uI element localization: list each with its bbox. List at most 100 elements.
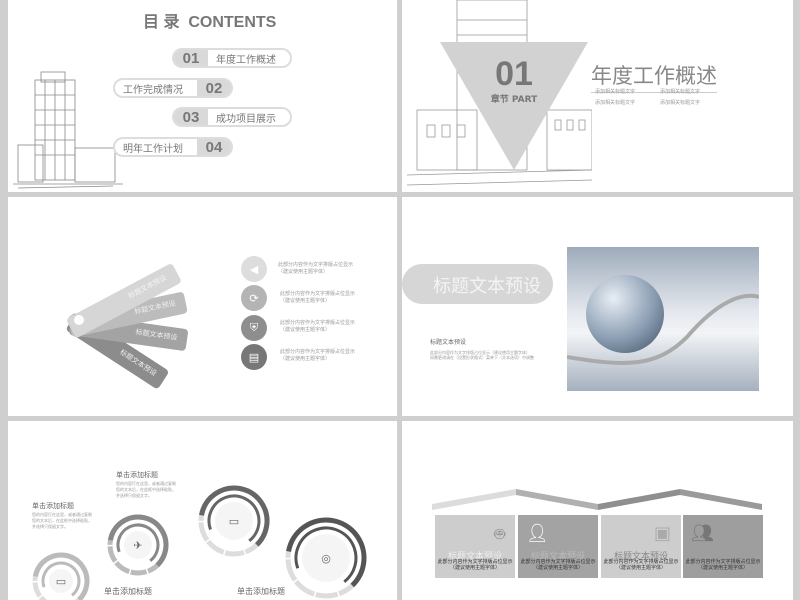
android-icon: 🤖︎ [494, 524, 505, 545]
item-line: （建议使用主题字体） [280, 298, 331, 304]
globe [586, 275, 664, 353]
ring-icon: ▭ [229, 515, 239, 528]
panel-note: （建议使用主题字体） [449, 565, 500, 571]
ring-title: 单击添加标题 [103, 587, 153, 597]
slide-thumbnail-rings[interactable]: ▭ ✈ ▭ ◎ 单击添加标题 您的内容打在这里，或者通过复制您的文本后，在此框中选择粘… [8, 421, 397, 600]
ring-center [302, 534, 350, 582]
pill-title: 标题文本预设 [433, 276, 541, 297]
panel-body-line: 此部分内容作为文字排版占位显示 [520, 559, 596, 565]
ring-center [124, 531, 152, 559]
item-label: 工作完成情况 [123, 84, 183, 96]
item-number: 01 [174, 50, 208, 66]
section-part-label: 章节 PART [490, 95, 538, 105]
ring-text: 您的内容打在这里，或者通过复制您的文本后，在此框中选择粘贴，并选择只保留文字。 [32, 512, 92, 529]
contents-item-03[interactable]: 03 成功项目展示 [172, 107, 292, 127]
building-sketch [13, 71, 123, 189]
clipboard-icon: ▤ [241, 344, 267, 370]
item-line: （建议使用主题字体） [280, 327, 331, 333]
inner-ring [116, 523, 160, 567]
panel-title: 标题文本预设 [447, 552, 502, 562]
outer-ring-progress [285, 517, 367, 599]
slide-thumbnail-fan[interactable]: 标题文本预设 标题文本预设 标题文本预设 标题文本预设 ◀ 此部分内容作为文字排… [8, 197, 397, 416]
ring-center [49, 569, 73, 593]
section-bullet: 添加相关标题文字 [660, 89, 701, 95]
item-label: 成功项目展示 [216, 113, 276, 125]
item-label: 年度工作概述 [216, 54, 276, 66]
info-panel: 👥︎ 此部分内容作为文字排版占位显示（建议使用主题字体） [683, 515, 763, 578]
section-bullet: 添加相关标题文字 [595, 100, 636, 106]
body-text: 此部分内容作为文字排版占位显示（建议使用主题字体）如需更改请在（设置形状格式）菜… [430, 350, 534, 360]
ring-diagram: ▭ ✈ ▭ ◎ [32, 485, 367, 600]
info-panel: 🤖︎ 标题文本预设此部分内容作为文字排版占位显示（建议使用主题字体） [435, 515, 515, 578]
item-number: 04 [197, 139, 231, 155]
fan-card-label: 标题文本预设 [118, 348, 158, 378]
section-triangle [440, 42, 588, 170]
sync-icon: ⟳ [241, 285, 267, 311]
item-text: 此部分内容作为文字排版占位显示（建议使用主题字体） [278, 262, 353, 276]
section-bullet: 添加相关标题文字 [595, 89, 636, 95]
panel-note: （建议使用主题字体） [697, 565, 748, 571]
panel-body: 此部分内容作为文字排版占位显示（建议使用主题字体） [601, 559, 681, 571]
body-line: 此部分内容作为文字排版占位显示（建议使用主题字体） [430, 350, 530, 355]
info-panel: 👤︎ 标题文本预设此部分内容作为文字排版占位显示（建议使用主题字体） [518, 515, 598, 578]
item-line: 此部分内容作为文字排版占位显示 [280, 291, 356, 297]
section-number: 01 [495, 55, 533, 93]
section-bullet: 添加相关标题文字 [660, 100, 701, 106]
info-panel: ▣ 标题文本预设此部分内容作为文字排版占位显示（建议使用主题字体） [601, 515, 681, 578]
item-text: 此部分内容作为文字排版占位显示（建议使用主题字体） [280, 291, 355, 305]
item-line: （建议使用主题字体） [280, 356, 331, 362]
fan-card-label: 标题文本预设 [135, 328, 178, 342]
building-sketch [407, 0, 592, 186]
panel-body-line: 此部分内容作为文字排版占位显示 [437, 559, 513, 565]
subtitle: 标题文本预设 [430, 339, 467, 346]
user-headset-icon: 👤︎ [526, 523, 549, 544]
item-line: 此部分内容作为文字排版占位显示 [278, 262, 354, 268]
section-title: 年度工作概述 [591, 60, 717, 93]
contents-item-02[interactable]: 工作完成情况 02 [113, 78, 233, 98]
panel-title: 标题文本预设 [613, 552, 668, 562]
contents-item-04[interactable]: 明年工作计划 04 [113, 137, 233, 157]
ring-icon: ◎ [321, 552, 331, 565]
ring-title: 单击添加标题 [32, 502, 74, 510]
panel-note: （建议使用主题字体） [615, 565, 666, 571]
ring-icon: ✈ [133, 539, 142, 552]
globe-image [567, 247, 759, 391]
item-number: 02 [197, 80, 231, 96]
item-line: 此部分内容作为文字排版占位显示 [280, 320, 356, 326]
panel-body: 此部分内容作为文字排版占位显示（建议使用主题字体） [683, 559, 763, 571]
panel-body: 此部分内容作为文字排版占位显示（建议使用主题字体） [518, 559, 598, 571]
contents-title: 目 录 CONTENTS [143, 14, 277, 31]
team-icon: 👥︎ [691, 523, 714, 544]
item-number: 03 [174, 109, 208, 125]
item-line: 此部分内容作为文字排版占位显示 [280, 349, 356, 355]
panel-title: 标题文本预设 [530, 552, 585, 562]
panel-note: （建议使用主题字体） [532, 565, 583, 571]
body-line: 如需更改请在（设置形状格式）菜单下（文本选项）中调整 [430, 355, 534, 360]
slide-thumbnail-globe[interactable]: 标题文本预设 标题文本预设 此部分内容作为文字排版占位显示（建议使用主题字体）如… [402, 197, 793, 416]
item-text: 此部分内容作为文字排版占位显示（建议使用主题字体） [280, 320, 355, 334]
speaker-icon: ◀ [241, 256, 267, 282]
ring-title: 单击添加标题 [236, 587, 286, 597]
slide-thumbnail-section-01[interactable]: 01 章节 PART 年度工作概述 添加相关标题文字 添加相关标题文字 添加相关… [402, 0, 793, 192]
title-pill: 标题文本预设 [402, 264, 553, 304]
slide-thumbnail-panels[interactable]: 🤖︎标题文本预设此部分内容作为文字排版占位显示（建议使用主题字体） 👤︎标题文本… [402, 421, 793, 600]
shield-icon: ⛨ [241, 315, 267, 341]
panel-body: 此部分内容作为文字排版占位显示（建议使用主题字体） [435, 559, 515, 571]
presentation-icon: ▣ [653, 523, 671, 544]
outer-ring-progress [198, 485, 270, 557]
panel-body-line: 此部分内容作为文字排版占位显示 [685, 559, 761, 565]
inner-ring [207, 494, 261, 548]
ring-center [215, 502, 253, 540]
fan-pivot [74, 315, 84, 325]
contents-item-01[interactable]: 01 年度工作概述 [172, 48, 292, 68]
ring-icon: ▭ [56, 575, 66, 588]
item-text: 此部分内容作为文字排版占位显示（建议使用主题字体） [280, 349, 355, 363]
item-label: 明年工作计划 [123, 143, 183, 155]
ring-text: 您的内容打在这里，或者通过复制您的文本后，在此框中选择粘贴，并选择只保留文字。 [116, 481, 176, 498]
panel-roofs [432, 489, 762, 510]
ring-title: 单击添加标题 [116, 471, 158, 479]
silver-ribbon [567, 293, 759, 365]
panel-body-line: 此部分内容作为文字排版占位显示 [603, 559, 679, 565]
item-line: （建议使用主题字体） [278, 269, 329, 275]
